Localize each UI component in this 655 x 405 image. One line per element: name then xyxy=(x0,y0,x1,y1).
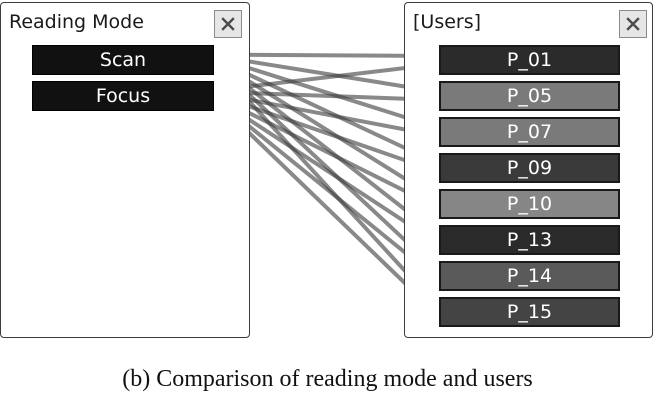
user-item-p15[interactable]: P_15 xyxy=(439,297,620,327)
reading-mode-panel-title: Reading Mode xyxy=(9,11,144,33)
reading-mode-item-scan[interactable]: Scan xyxy=(32,45,214,75)
reading-mode-close-button[interactable] xyxy=(214,10,242,38)
user-item-p05[interactable]: P_05 xyxy=(439,81,620,111)
users-panel-title: [Users] xyxy=(413,11,482,33)
figure-caption: (b) Comparison of reading mode and users xyxy=(122,366,533,392)
close-icon xyxy=(626,17,640,31)
user-item-p01[interactable]: P_01 xyxy=(439,45,620,75)
users-close-button[interactable] xyxy=(619,10,647,38)
reading-mode-item-focus[interactable]: Focus xyxy=(32,81,214,111)
user-item-p10[interactable]: P_10 xyxy=(439,189,620,219)
close-icon xyxy=(221,17,235,31)
user-item-p13[interactable]: P_13 xyxy=(439,225,620,255)
user-item-p14[interactable]: P_14 xyxy=(439,261,620,291)
user-item-p09[interactable]: P_09 xyxy=(439,153,620,183)
user-item-p07[interactable]: P_07 xyxy=(439,117,620,147)
